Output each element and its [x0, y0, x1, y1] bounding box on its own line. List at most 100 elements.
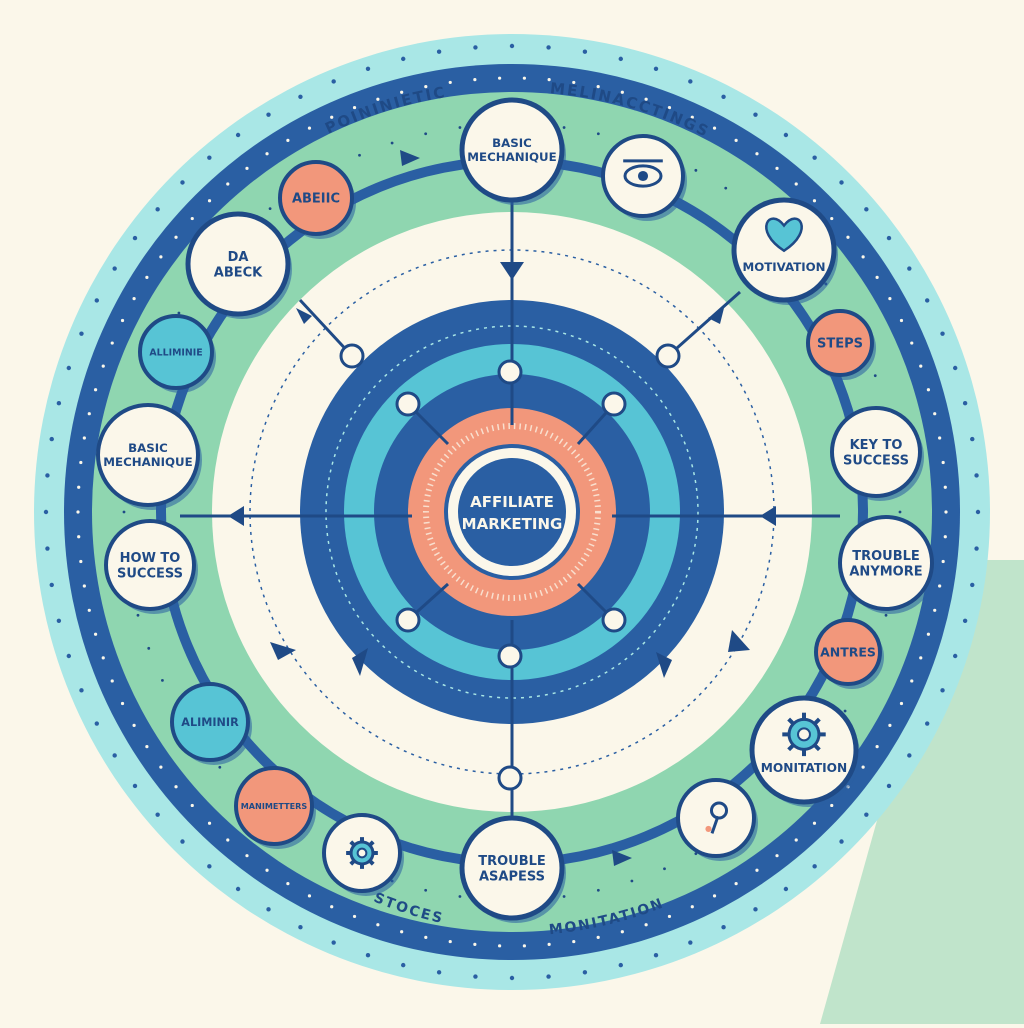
- center-title-line2: MARKETING: [462, 515, 563, 533]
- ring-dot: [907, 266, 912, 271]
- ring-dot: [812, 821, 817, 825]
- node-monitation-right[interactable]: MONITATION: [749, 695, 860, 807]
- ring-dot: [933, 608, 937, 612]
- ring-dot: [962, 401, 968, 406]
- ring-dot: [190, 803, 194, 808]
- ring-dot: [926, 632, 931, 636]
- ring-dot: [940, 688, 945, 693]
- ring-dot: [938, 436, 942, 440]
- ring-dot: [888, 296, 892, 301]
- ring-dot: [473, 45, 478, 50]
- node-alliminie[interactable]: ALLIMINIE: [138, 314, 216, 393]
- node-flower-icon[interactable]: [676, 778, 758, 861]
- ring-dot: [79, 688, 84, 693]
- ring-dot: [522, 76, 526, 80]
- ring-dot: [298, 925, 303, 930]
- ring-dot: [155, 207, 160, 212]
- node-label: MONITATION: [761, 761, 847, 775]
- node-manimetters[interactable]: MANIMETTERS: [234, 766, 316, 849]
- node-eye-icon[interactable]: [601, 134, 687, 221]
- ring-dot: [812, 155, 817, 160]
- ring-dot: [76, 510, 80, 514]
- ring-dot: [330, 115, 334, 119]
- ring-dot: [562, 126, 566, 129]
- eye-icon: [623, 159, 663, 188]
- ring-dot: [298, 94, 303, 99]
- ring-dot: [812, 199, 817, 203]
- ring-dot: [734, 882, 738, 886]
- gear-icon: [346, 837, 378, 869]
- node-label: BASIC: [492, 136, 532, 150]
- ring-dot: [132, 723, 136, 728]
- ring-dot: [620, 90, 624, 94]
- ring-dot: [943, 485, 947, 489]
- ring-dot: [448, 939, 452, 944]
- ring-dot: [365, 66, 371, 72]
- ring-dot: [190, 216, 194, 221]
- ring-dot: [690, 905, 694, 909]
- ring-dot: [101, 364, 105, 368]
- ring-dot: [365, 952, 371, 958]
- ring-dot: [547, 942, 551, 947]
- ring-dot: [207, 864, 212, 869]
- ring-dot: [975, 509, 981, 515]
- ring-dot: [45, 473, 50, 478]
- center-badge-core: [458, 458, 566, 566]
- ring-dot: [925, 298, 930, 303]
- node-gear-bottom[interactable]: [322, 813, 404, 896]
- ring-dot: [618, 56, 623, 62]
- ring-dot: [82, 436, 86, 440]
- ring-dot: [644, 923, 648, 927]
- ring-dot: [694, 168, 698, 172]
- ring-dot: [473, 77, 477, 82]
- node-aliminir[interactable]: ALIMINIR: [170, 682, 252, 765]
- node-antres[interactable]: ANTRES: [814, 618, 884, 689]
- ring-dot: [79, 460, 83, 465]
- node-label: ALLIMINIE: [149, 347, 202, 358]
- node-label: TROUBLE: [852, 549, 920, 564]
- ring-dot: [899, 701, 904, 706]
- ring-dot: [390, 141, 394, 145]
- node-label: MECHANIQUE: [467, 150, 556, 164]
- decor-green-patch: [820, 560, 1024, 1024]
- node-abeiic[interactable]: ABEIIC: [278, 160, 356, 239]
- ring-dot: [66, 653, 72, 659]
- ring-dot: [161, 678, 164, 682]
- ring-dot: [690, 115, 694, 119]
- ring-dot: [159, 765, 163, 769]
- ring-dot: [424, 935, 428, 939]
- ring-dot: [974, 546, 979, 551]
- ring-dot: [400, 90, 404, 94]
- ring-dot: [522, 944, 526, 948]
- node-steps[interactable]: STEPS: [806, 309, 876, 380]
- ring-dot: [509, 43, 515, 49]
- ring-dot: [331, 79, 336, 84]
- ring-dot: [794, 838, 798, 842]
- ring-dot: [864, 207, 869, 212]
- ring-dot: [218, 765, 222, 769]
- ring-dot: [663, 867, 666, 871]
- ring-dot: [721, 925, 726, 930]
- ring-dot: [644, 97, 648, 101]
- ring-dot: [180, 839, 185, 844]
- ring-dot: [753, 907, 758, 912]
- ring-dot: [688, 79, 693, 84]
- ring-dot: [812, 864, 817, 869]
- node-heart-motivation[interactable]: MOTIVATION: [731, 197, 838, 305]
- ring-dot: [307, 894, 312, 898]
- ring-dot: [180, 180, 185, 185]
- ring-dot: [861, 255, 865, 259]
- ring-dot: [122, 510, 126, 514]
- ring-dot: [56, 401, 62, 406]
- ring-dot: [458, 895, 462, 898]
- ring-dot: [572, 939, 576, 944]
- ring-dot: [330, 905, 334, 909]
